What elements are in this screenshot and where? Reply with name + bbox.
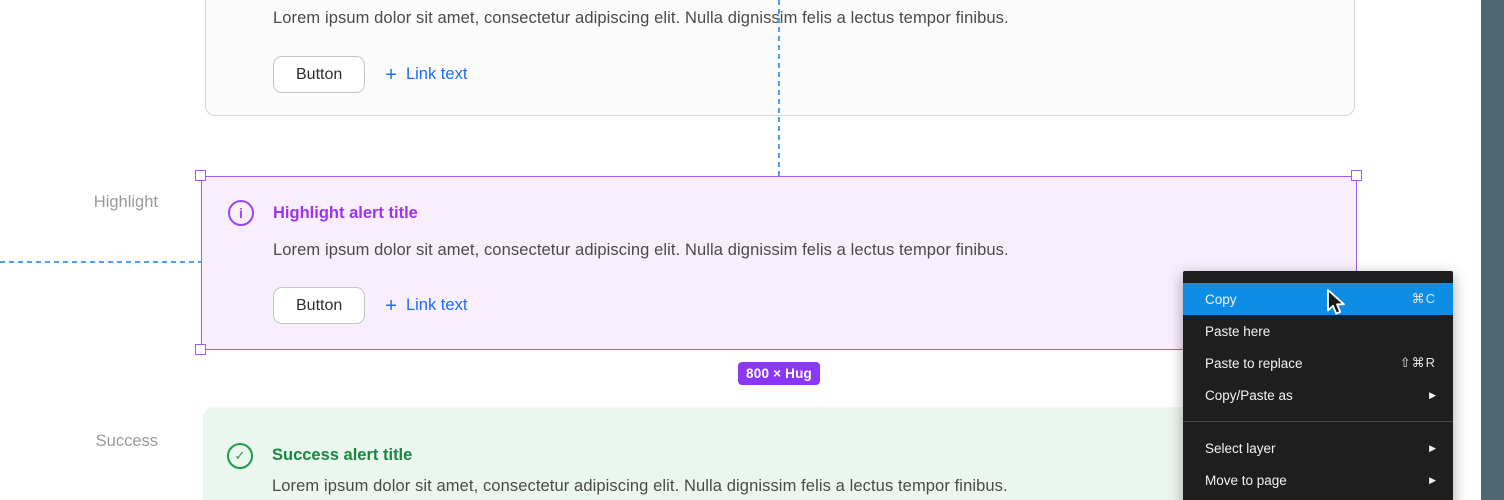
success-alert-title: Success alert title <box>272 446 413 464</box>
size-badge: 800 × Hug <box>738 362 820 385</box>
submenu-arrow-icon: ▶ <box>1429 474 1436 485</box>
menu-item-copy-paste-as[interactable]: Copy/Paste as ▶ <box>1205 387 1436 403</box>
alert-button[interactable]: Button <box>273 56 366 93</box>
success-alert-card[interactable]: ✓ Success alert title Lorem ipsum dolor … <box>203 407 1355 500</box>
section-label-highlight: Highlight <box>93 193 158 211</box>
submenu-arrow-icon: ▶ <box>1429 442 1436 453</box>
alert-link[interactable]: + Link text <box>385 65 467 85</box>
check-circle-icon: ✓ <box>227 443 253 469</box>
submenu-arrow-icon: ▶ <box>1429 389 1436 400</box>
menu-item-copy[interactable]: Copy ⌘C <box>1183 283 1453 315</box>
highlight-alert-card[interactable]: i Highlight alert title Lorem ipsum dolo… <box>201 176 1357 350</box>
vertical-guide-line <box>778 0 780 176</box>
selection-handle-top-left[interactable] <box>195 170 206 181</box>
highlight-alert-title: Highlight alert title <box>273 204 418 222</box>
context-menu: Copy ⌘C Paste here Paste to replace ⇧⌘R … <box>1183 271 1453 500</box>
alert-link-label: Link text <box>405 65 468 83</box>
plus-icon: + <box>385 294 397 317</box>
alert-body-text: Lorem ipsum dolor sit amet, consectetur … <box>273 9 1009 27</box>
info-icon: i <box>228 200 254 226</box>
alert-button[interactable]: Button <box>273 287 366 324</box>
horizontal-guide-line <box>0 261 201 263</box>
cursor-arrow-icon <box>1322 288 1348 323</box>
section-label-success: Success <box>95 432 158 450</box>
menu-item-paste-to-replace[interactable]: Paste to replace ⇧⌘R <box>1205 355 1436 371</box>
alert-body-text: Lorem ipsum dolor sit amet, consectetur … <box>272 477 1008 495</box>
alert-link[interactable]: + Link text <box>385 296 467 316</box>
alert-body-text: Lorem ipsum dolor sit amet, consectetur … <box>273 241 1009 259</box>
default-alert-card[interactable]: Lorem ipsum dolor sit amet, consectetur … <box>205 0 1355 116</box>
plus-icon: + <box>385 63 397 86</box>
menu-item-paste-here[interactable]: Paste here <box>1205 323 1271 339</box>
menu-item-move-to-page[interactable]: Move to page ▶ <box>1205 472 1436 488</box>
menu-item-select-layer[interactable]: Select layer ▶ <box>1205 440 1436 456</box>
selection-handle-top-right[interactable] <box>1351 170 1362 181</box>
right-panel-edge <box>1481 0 1504 500</box>
alert-link-label: Link text <box>405 296 468 314</box>
menu-separator <box>1183 421 1453 422</box>
selection-handle-bottom-left[interactable] <box>195 344 206 355</box>
